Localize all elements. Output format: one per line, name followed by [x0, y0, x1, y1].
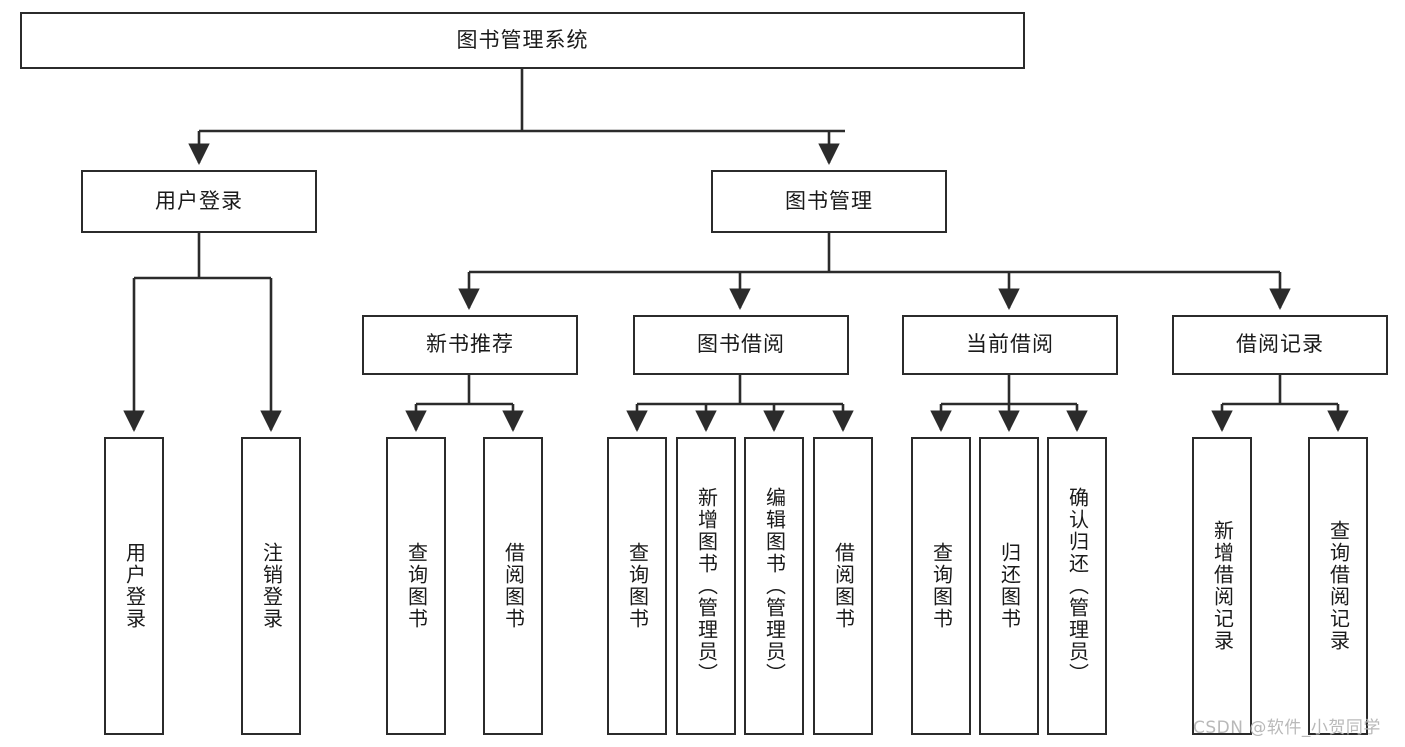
node-new-book-recommend[interactable]: 新书推荐	[362, 315, 578, 375]
leaf-confirm-return[interactable]: 确认归还（管理员）	[1047, 437, 1107, 735]
leaf-edit-book[interactable]: 编辑图书（管理员）	[744, 437, 804, 735]
leaf-add-record[interactable]: 新增借阅记录	[1192, 437, 1252, 735]
leaf-return-book[interactable]: 归还图书	[979, 437, 1039, 735]
node-user-login[interactable]: 用户登录	[81, 170, 317, 233]
leaf-user-login[interactable]: 用户登录	[104, 437, 164, 735]
leaf-query-book-1[interactable]: 查询图书	[386, 437, 446, 735]
node-current-borrow[interactable]: 当前借阅	[902, 315, 1118, 375]
leaf-borrow-book-2[interactable]: 借阅图书	[813, 437, 873, 735]
leaf-add-book[interactable]: 新增图书（管理员）	[676, 437, 736, 735]
node-borrow-record[interactable]: 借阅记录	[1172, 315, 1388, 375]
leaf-query-book-3[interactable]: 查询图书	[911, 437, 971, 735]
leaf-borrow-book-1[interactable]: 借阅图书	[483, 437, 543, 735]
leaf-logout-login[interactable]: 注销登录	[241, 437, 301, 735]
node-root-system[interactable]: 图书管理系统	[20, 12, 1025, 69]
leaf-query-record[interactable]: 查询借阅记录	[1308, 437, 1368, 735]
leaf-query-book-2[interactable]: 查询图书	[607, 437, 667, 735]
node-book-borrow[interactable]: 图书借阅	[633, 315, 849, 375]
node-book-manage[interactable]: 图书管理	[711, 170, 947, 233]
